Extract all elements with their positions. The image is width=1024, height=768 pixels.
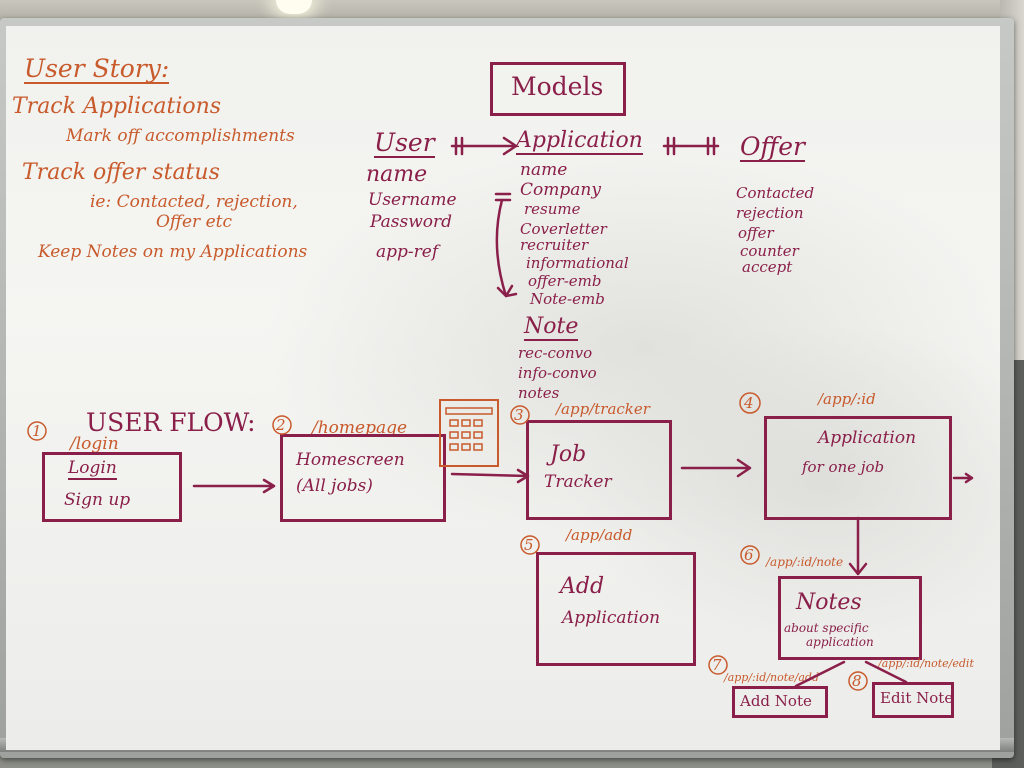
flow-arrow — [192, 478, 276, 494]
add-note-box — [732, 686, 828, 718]
screen-label: for one job — [802, 458, 885, 476]
note-field: notes — [518, 384, 560, 402]
application-field: informational — [526, 254, 629, 272]
route-label: /app/add — [566, 526, 633, 544]
add-application-box — [536, 552, 696, 666]
note-model-title: Note — [524, 314, 579, 341]
screen-label: Job — [550, 442, 587, 467]
whiteboard: User Story: Track Applications Mark off … — [6, 26, 1000, 750]
offer-field: Contacted — [736, 184, 815, 202]
models-title-box — [490, 62, 626, 116]
step-number: 7 — [712, 656, 722, 674]
story-item: Mark off accomplishments — [66, 126, 295, 146]
route-label: /app/:id/note — [766, 555, 844, 569]
application-note-one-mark — [494, 192, 512, 202]
user-field: name — [366, 162, 428, 187]
flow-arrow — [450, 468, 530, 484]
edit-note-box — [872, 682, 954, 718]
screen-label: about specific — [784, 621, 869, 635]
screen-label: Edit Note — [880, 689, 954, 707]
offer-field: rejection — [736, 204, 804, 222]
screen-label: Application — [818, 428, 917, 448]
diagram-connectors — [27, 136, 974, 691]
flow-arrow — [848, 516, 868, 576]
step-number: 2 — [276, 416, 286, 434]
wireframe-sketch-icon — [439, 399, 499, 467]
story-item: ie: Contacted, rejection, — [90, 192, 298, 212]
route-label: /app/tracker — [556, 400, 650, 418]
route-label: /app/:id — [818, 390, 876, 408]
story-item: Track offer status — [22, 160, 220, 185]
many-mark — [496, 284, 518, 298]
application-field: Coverletter — [520, 220, 607, 238]
screen-label: Homescreen — [296, 450, 405, 470]
user-field: Password — [370, 212, 453, 232]
one-mark — [454, 136, 464, 156]
step-number: 3 — [514, 406, 524, 424]
application-field: resume — [524, 200, 581, 218]
route-label: /homepage — [312, 418, 408, 438]
story-item: Track Applications — [12, 94, 222, 119]
application-model-title: Application — [516, 128, 643, 155]
flow-branch-lines — [794, 660, 908, 688]
step-number: 5 — [524, 536, 534, 554]
notes-box — [778, 576, 922, 660]
user-flow-title: USER FLOW: — [86, 408, 256, 437]
application-field: recruiter — [520, 236, 589, 254]
user-field: app-ref — [376, 242, 439, 262]
offer-model-title: Offer — [740, 132, 805, 162]
application-field: name — [520, 160, 568, 180]
route-label: /app/:id/note/add — [724, 671, 820, 684]
screen-label: Login — [68, 458, 117, 480]
flow-arrow — [680, 458, 752, 478]
screen-label: Sign up — [64, 490, 131, 510]
homescreen-box — [280, 434, 446, 522]
screen-label: Add Note — [740, 692, 812, 710]
offer-field: accept — [742, 258, 793, 276]
flow-arrow — [952, 472, 974, 484]
route-label: /app/:id/note/edit — [878, 657, 974, 670]
user-model-title: User — [374, 128, 435, 158]
note-field: rec-convo — [518, 344, 593, 362]
application-field: offer-emb — [528, 272, 602, 290]
note-field: info-convo — [518, 364, 597, 382]
screen-label: (All jobs) — [296, 476, 373, 496]
application-field: Note-emb — [530, 290, 605, 308]
story-item: Offer etc — [156, 212, 232, 232]
screen-label: application — [806, 635, 874, 649]
route-label: /login — [70, 434, 119, 454]
application-field: Company — [520, 180, 601, 200]
step-number: 6 — [744, 546, 754, 564]
job-tracker-box — [526, 420, 672, 520]
models-title: Models — [511, 72, 604, 101]
application-note-relation-line — [495, 198, 508, 298]
story-item: Keep Notes on my Applications — [38, 242, 308, 262]
screen-label: Add — [560, 574, 605, 599]
step-number: 8 — [852, 672, 862, 690]
step-number: 4 — [744, 394, 754, 412]
ceiling-light — [276, 0, 312, 14]
many-mark — [502, 136, 518, 156]
screen-label: Notes — [796, 590, 862, 615]
offer-field: offer — [738, 224, 774, 242]
screen-label: Application — [562, 608, 661, 628]
offer-field: counter — [740, 242, 799, 260]
user-field: Username — [368, 190, 457, 210]
step-number: 1 — [32, 422, 42, 440]
screen-label: Tracker — [544, 472, 612, 492]
login-screen-box — [42, 452, 182, 522]
user-story-title: User Story: — [24, 54, 170, 84]
one-one-marks — [666, 136, 716, 156]
